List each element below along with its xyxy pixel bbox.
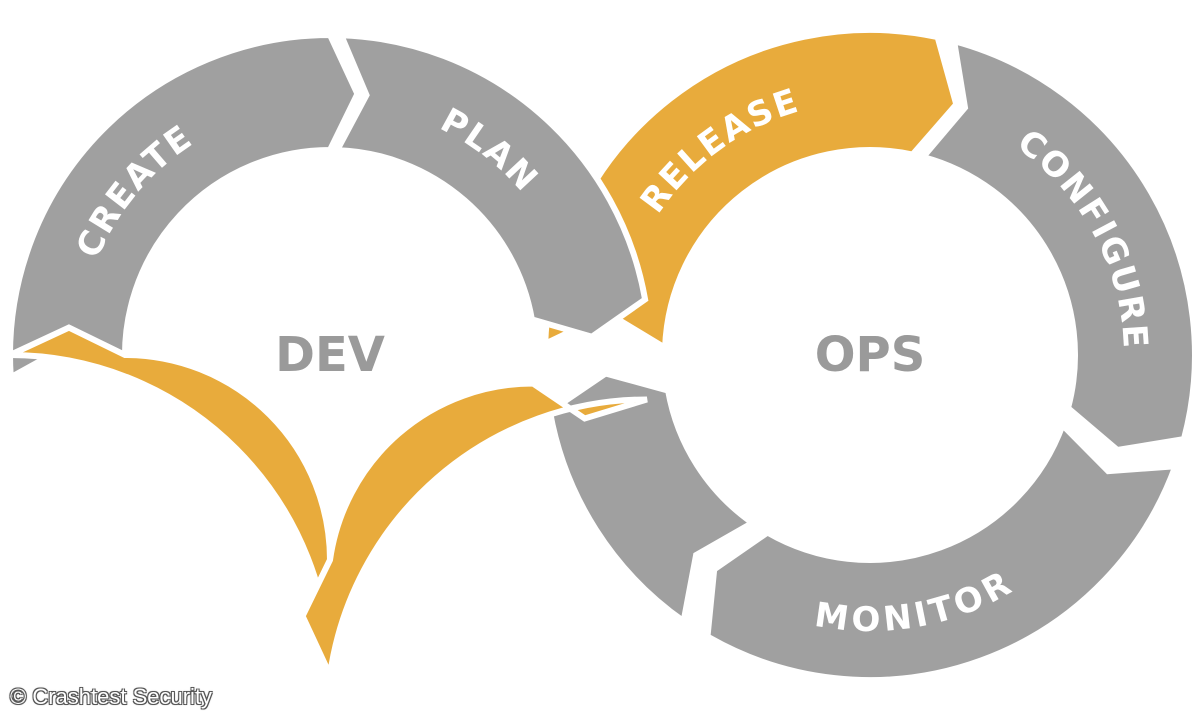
label-package: PACKAGE <box>410 466 581 622</box>
dev-segment-verify <box>8 324 334 677</box>
label-verify: VERIFY <box>70 450 198 592</box>
dev-segment-create <box>7 31 361 383</box>
dev-center-label: DEV <box>275 327 385 383</box>
label-package-text: PACKAGE <box>410 466 578 622</box>
dev-segment-plan <box>332 32 649 340</box>
label-verify-text: VERIFY <box>70 450 195 592</box>
copyright-credit: © Crashtest Security <box>10 684 213 709</box>
dev-segment-package <box>299 380 648 686</box>
ops-segment-configure <box>917 36 1198 454</box>
ops-segment-link <box>546 370 758 627</box>
ops-center-label: OPS <box>815 327 926 383</box>
ops-segment-monitor <box>704 419 1180 683</box>
